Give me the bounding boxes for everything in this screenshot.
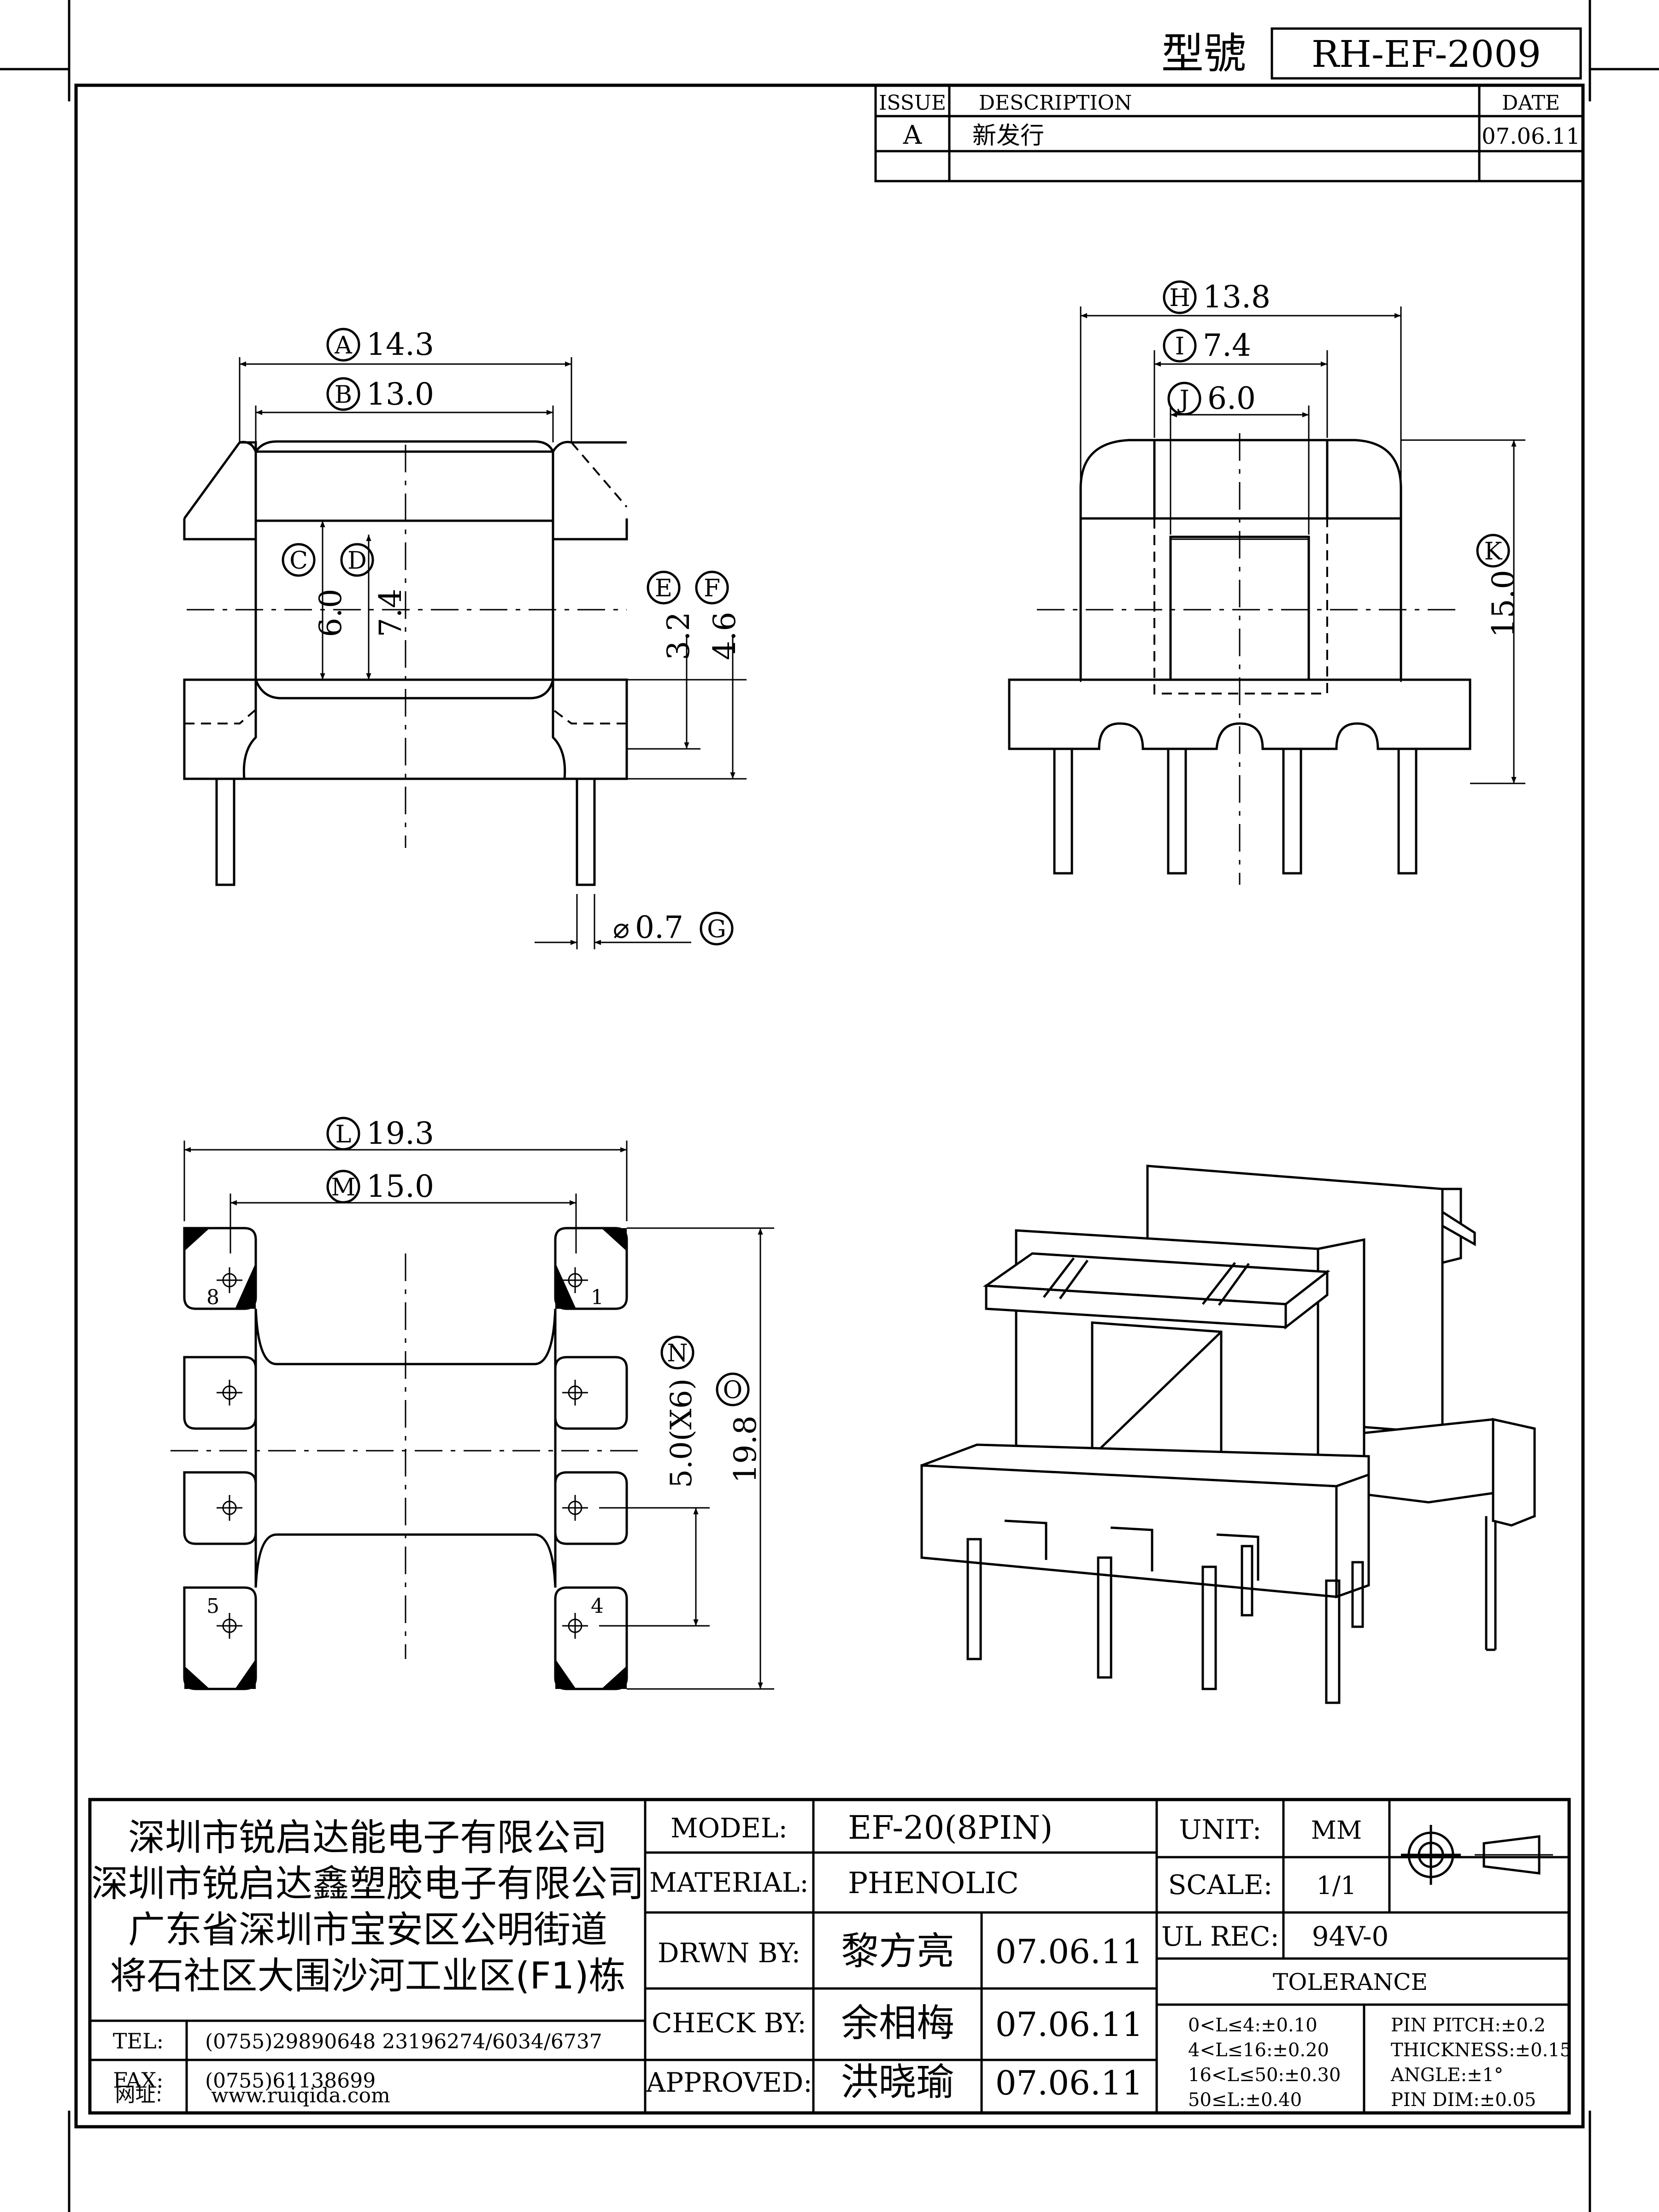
tolerance-right-3: ANGLE:±1° bbox=[1391, 2065, 1504, 2086]
dim-o-value: 19.8 bbox=[728, 1416, 763, 1483]
ul-value: 94V-0 bbox=[1312, 1921, 1389, 1952]
svg-text:A: A bbox=[334, 332, 353, 359]
svg-text:O: O bbox=[723, 1377, 743, 1404]
tolerance-left-3: 16<L≤50:±0.30 bbox=[1188, 2065, 1341, 2086]
unit-label: UNIT: bbox=[1179, 1814, 1262, 1845]
approved-date: 07.06.11 bbox=[995, 2064, 1143, 2102]
material-label: MATERIAL: bbox=[649, 1867, 809, 1898]
tolerance-left-1: 0<L≤4:±0.10 bbox=[1188, 2015, 1318, 2036]
scale-value: 1/1 bbox=[1317, 1871, 1357, 1900]
check-date: 07.06.11 bbox=[995, 2005, 1143, 2044]
drawn-date: 07.06.11 bbox=[995, 1932, 1143, 1971]
dim-c-value: 6.0 bbox=[313, 589, 348, 637]
approved-name: 洪晓瑜 bbox=[841, 2060, 954, 2104]
front-view: A 14.3 B 13.0 bbox=[183, 327, 747, 949]
dim-k-value: 15.0 bbox=[1486, 570, 1521, 638]
ul-label: UL REC: bbox=[1161, 1921, 1279, 1952]
dim-g-prefix: ⌀ bbox=[613, 912, 629, 945]
svg-text:G: G bbox=[707, 916, 726, 943]
tolerance-title: TOLERANCE bbox=[1273, 1969, 1428, 1995]
svg-text:H: H bbox=[1169, 284, 1190, 312]
dim-f-value: 4.6 bbox=[707, 612, 742, 660]
dim-a-value: 14.3 bbox=[366, 327, 434, 362]
model-label: MODEL: bbox=[671, 1812, 788, 1844]
dim-i-value: 7.4 bbox=[1203, 328, 1251, 363]
model-number-header: 型號 RH-EF-2009 bbox=[1161, 27, 1582, 80]
check-label: CHECK BY: bbox=[652, 2007, 806, 2039]
model-number-value: RH-EF-2009 bbox=[1312, 33, 1541, 76]
model-value: EF-20(8PIN) bbox=[848, 1809, 1053, 1847]
bottom-view: L 19.3 M 15.0 bbox=[171, 1116, 774, 1690]
model-number-label: 型號 bbox=[1161, 29, 1246, 78]
revision-table: ISSUE DESCRIPTION DATE A 新发行 07.06.11 bbox=[874, 84, 1584, 182]
dim-m-value: 15.0 bbox=[366, 1169, 434, 1204]
tel-value: (0755)29890648 23196274/6034/6737 bbox=[205, 2030, 602, 2053]
pin-label-5: 5 bbox=[206, 1594, 219, 1618]
dim-h-value: 13.8 bbox=[1203, 279, 1271, 315]
dim-l-value: 19.3 bbox=[366, 1116, 434, 1151]
svg-text:M: M bbox=[331, 1174, 355, 1201]
revision-issue: A bbox=[903, 120, 922, 150]
material-value: PHENOLIC bbox=[848, 1866, 1019, 1900]
svg-text:L: L bbox=[335, 1121, 352, 1148]
svg-text:F: F bbox=[704, 575, 720, 602]
tolerance-right-1: PIN PITCH:±0.2 bbox=[1391, 2015, 1546, 2036]
pin-label-8: 8 bbox=[206, 1286, 219, 1309]
check-name: 余相梅 bbox=[841, 2001, 954, 2045]
issue-column-header: ISSUE bbox=[879, 91, 946, 115]
tolerance-right-list: PIN PITCH:±0.2 THICKNESS:±0.15 ANGLE:±1°… bbox=[1391, 2013, 1571, 2112]
fax-label: FAX: bbox=[113, 2068, 163, 2093]
dim-g-value: 0.7 bbox=[635, 910, 683, 945]
company-line-3: 广东省深圳市宝安区公明街道 bbox=[128, 1908, 607, 1951]
drawn-label: DRWN BY: bbox=[658, 1937, 800, 1969]
tel-label: TEL: bbox=[113, 2029, 164, 2053]
tolerance-right-2: THICKNESS:±0.15 bbox=[1391, 2040, 1572, 2061]
dim-n-value: 5.0(X6) bbox=[665, 1378, 699, 1488]
drawing-frame bbox=[74, 83, 1585, 2129]
svg-text:K: K bbox=[1484, 538, 1503, 565]
svg-text:C: C bbox=[289, 547, 308, 575]
title-block: 深圳市锐启达能电子有限公司 深圳市锐启达鑫塑胶电子有限公司 广东省深圳市宝安区公… bbox=[88, 1798, 1571, 2115]
pin-label-1: 1 bbox=[591, 1286, 604, 1309]
dim-j-value: 6.0 bbox=[1207, 381, 1256, 416]
dim-b-value: 13.0 bbox=[366, 377, 434, 412]
drawn-name: 黎方亮 bbox=[841, 1930, 954, 1973]
fax-value: (0755)61138699 bbox=[205, 2069, 376, 2093]
company-line-2: 深圳市锐启达鑫塑胶电子有限公司 bbox=[91, 1862, 644, 1905]
revision-date: 07.06.11 bbox=[1482, 124, 1580, 149]
approved-label: APPROVED: bbox=[646, 2067, 812, 2098]
dim-e-value: 3.2 bbox=[661, 612, 696, 660]
revision-description: 新发行 bbox=[972, 122, 1044, 150]
svg-text:I: I bbox=[1175, 333, 1185, 360]
description-column-header: DESCRIPTION bbox=[979, 91, 1132, 115]
date-column-header: DATE bbox=[1502, 91, 1560, 115]
pin-label-4: 4 bbox=[591, 1594, 604, 1618]
unit-value: MM bbox=[1311, 1816, 1362, 1845]
tolerance-left-2: 4<L≤16:±0.20 bbox=[1188, 2040, 1329, 2061]
tolerance-right-4: PIN DIM:±0.05 bbox=[1391, 2089, 1536, 2111]
pin-markers: 8 1 5 4 bbox=[206, 1267, 604, 1639]
svg-text:N: N bbox=[667, 1340, 688, 1367]
tolerance-left-4: 50≤L:±0.40 bbox=[1188, 2089, 1302, 2111]
web-label: 网址: bbox=[115, 2083, 163, 2106]
scale-label: SCALE: bbox=[1168, 1869, 1272, 1900]
svg-text:E: E bbox=[655, 575, 672, 602]
dim-d-value: 7.4 bbox=[373, 589, 408, 637]
side-view: H 13.8 I 7.4 J 6.0 bbox=[1008, 279, 1525, 885]
isometric-view bbox=[920, 1165, 1536, 1704]
svg-text:J: J bbox=[1177, 386, 1189, 413]
company-line-1: 深圳市锐启达能电子有限公司 bbox=[128, 1816, 607, 1859]
projection-symbol-icon bbox=[1401, 1825, 1553, 1885]
web-value: www.ruiqida.com bbox=[211, 2084, 390, 2107]
tolerance-left-list: 0<L≤4:±0.10 4<L≤16:±0.20 16<L≤50:±0.30 5… bbox=[1188, 2013, 1341, 2112]
svg-text:D: D bbox=[347, 547, 367, 575]
svg-text:B: B bbox=[335, 381, 352, 409]
company-line-4: 将石社区大围沙河工业区(F1)栋 bbox=[110, 1954, 625, 1997]
